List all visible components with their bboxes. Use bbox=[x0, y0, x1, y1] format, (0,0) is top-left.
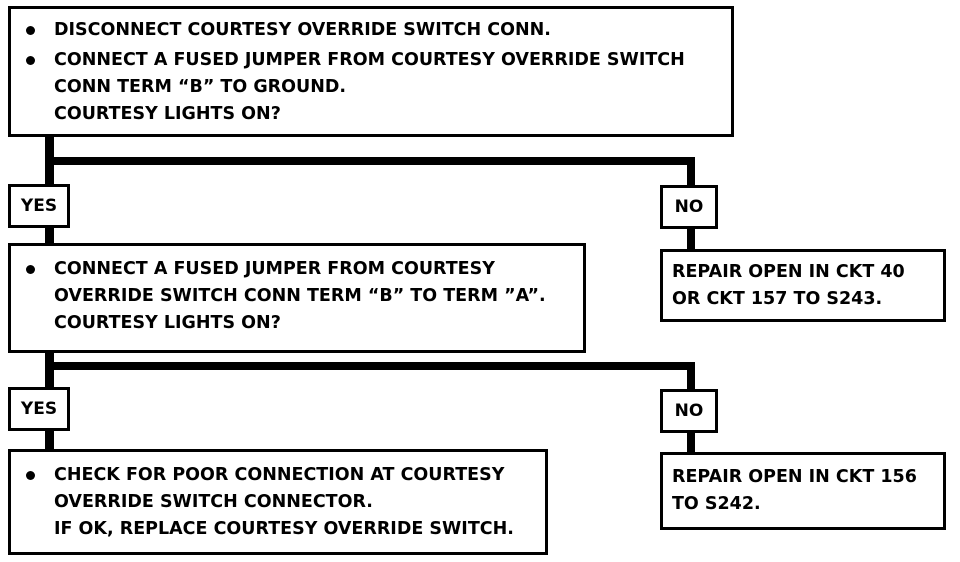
step3-line3: IF OK, REPLACE COURTESY OVERRIDE SWITCH. bbox=[54, 519, 514, 539]
connector-branch2-horizontal bbox=[45, 362, 695, 370]
step1-bullet2-line2: CONN TERM “B” TO GROUND. bbox=[54, 77, 347, 97]
step2-box bbox=[8, 243, 586, 353]
connector-yes2-down bbox=[45, 428, 54, 450]
step3-bullet-icon bbox=[26, 471, 35, 480]
step1-bullet2-icon bbox=[26, 56, 35, 65]
step3-box bbox=[8, 449, 548, 555]
repair2-line1: REPAIR OPEN IN CKT 156 bbox=[672, 467, 917, 487]
branch2-yes-label: YES bbox=[8, 387, 70, 431]
repair1-line1: REPAIR OPEN IN CKT 40 bbox=[672, 262, 905, 282]
step2-line1: CONNECT A FUSED JUMPER FROM COURTESY bbox=[54, 259, 495, 279]
step1-box bbox=[8, 6, 734, 137]
step1-bullet2-line1: CONNECT A FUSED JUMPER FROM COURTESY OVE… bbox=[54, 50, 685, 70]
connector-no2-down bbox=[687, 362, 695, 390]
step2-question: COURTESY LIGHTS ON? bbox=[54, 313, 281, 333]
repair1-line2: OR CKT 157 TO S243. bbox=[672, 289, 883, 309]
step2-bullet-icon bbox=[26, 265, 35, 274]
step3-line1: CHECK FOR POOR CONNECTION AT COURTESY bbox=[54, 465, 505, 485]
connector-no2-to-repair bbox=[687, 430, 695, 454]
step1-bullet1-icon bbox=[26, 26, 35, 35]
repair1-box bbox=[660, 249, 946, 322]
repair2-box bbox=[660, 452, 946, 530]
connector-no1-down bbox=[687, 157, 695, 185]
branch1-no-label: NO bbox=[660, 185, 718, 229]
branch2-no-label: NO bbox=[660, 389, 718, 433]
connector-branch1-horizontal bbox=[45, 157, 695, 165]
step2-line2: OVERRIDE SWITCH CONN TERM “B” TO TERM ”A… bbox=[54, 286, 546, 306]
branch1-yes-label: YES bbox=[8, 184, 70, 228]
step1-question: COURTESY LIGHTS ON? bbox=[54, 104, 281, 124]
repair2-line2: TO S242. bbox=[672, 494, 761, 514]
step3-line2: OVERRIDE SWITCH CONNECTOR. bbox=[54, 492, 373, 512]
connector-yes1-down bbox=[45, 225, 54, 245]
connector-no1-to-repair bbox=[687, 227, 695, 251]
step1-bullet1-text: DISCONNECT COURTESY OVERRIDE SWITCH CONN… bbox=[54, 20, 551, 40]
